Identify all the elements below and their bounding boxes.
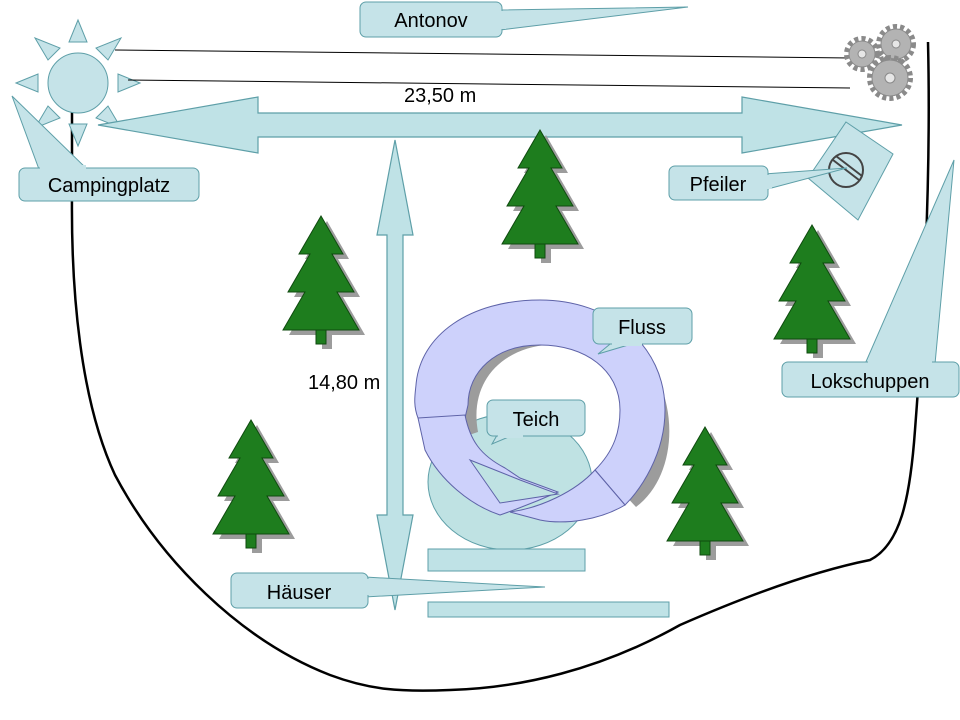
fir-tree-icon — [212, 419, 295, 553]
callout-haeuser-label: Häuser — [267, 582, 332, 604]
callout-haeuser: Häuser — [230, 572, 546, 609]
house-block-upper — [427, 548, 586, 572]
callout-pfeiler-label: Pfeiler — [690, 174, 747, 196]
callout-teich-label: Teich — [513, 409, 560, 431]
fir-tree-icon — [501, 129, 584, 263]
ground-outline — [70, 41, 931, 692]
callout-lokschuppen-label: Lokschuppen — [811, 371, 930, 393]
callout-campingplatz: Campingplatz — [11, 95, 200, 202]
river-segment — [509, 469, 626, 523]
house-block-lower — [427, 601, 670, 618]
fir-tree-icon — [666, 426, 749, 560]
callout-pfeiler: Pfeiler — [668, 165, 848, 201]
height-dimension-arrow — [376, 139, 414, 611]
callout-antonov-label: Antonov — [394, 10, 467, 32]
callout-fluss: Fluss — [592, 307, 693, 355]
sight-line-top — [114, 49, 851, 59]
callout-antonov: Antonov — [359, 1, 689, 38]
sight-line-middle — [127, 79, 851, 89]
callout-campingplatz-label: Campingplatz — [48, 175, 170, 197]
gears-icon — [844, 24, 916, 101]
height-dimension-label: 14,80 m — [308, 372, 381, 394]
fir-tree-icon — [282, 215, 365, 349]
fir-tree-icon — [773, 224, 856, 358]
river-bend — [468, 458, 560, 504]
callout-fluss-label: Fluss — [618, 317, 666, 339]
callout-teich: Teich — [486, 399, 586, 446]
width-dimension-label: 23,50 m — [404, 85, 477, 107]
callout-lokschuppen: Lokschuppen — [781, 159, 960, 398]
width-dimension-arrow — [97, 96, 903, 154]
